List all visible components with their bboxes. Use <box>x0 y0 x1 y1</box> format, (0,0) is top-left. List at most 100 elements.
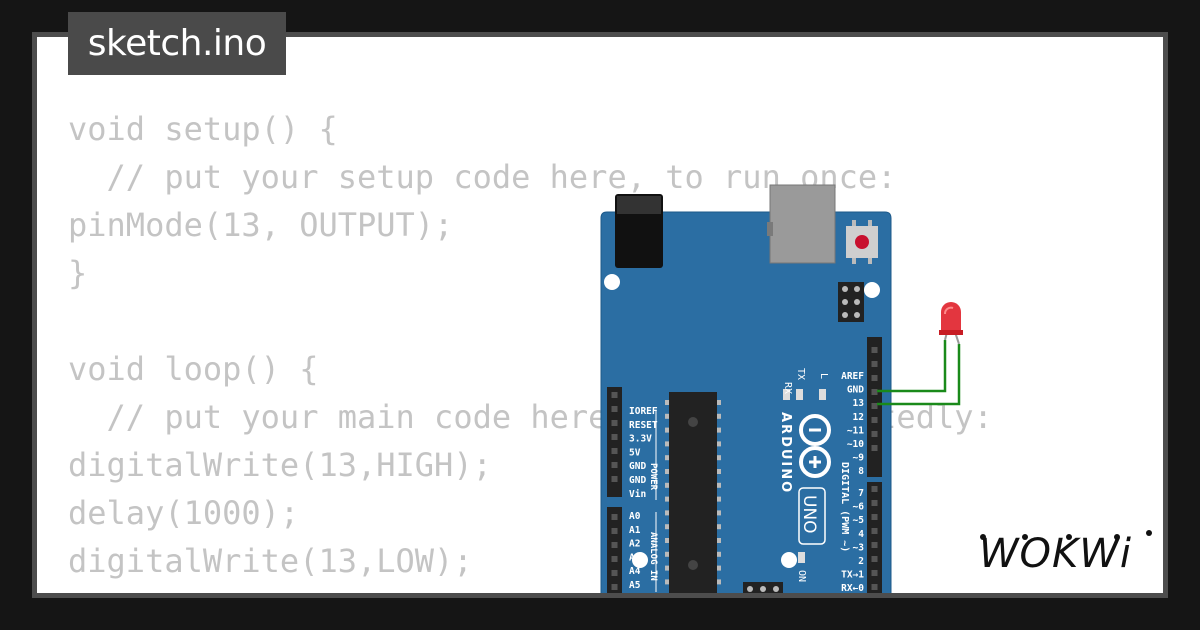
chip-leg <box>665 413 669 419</box>
code-line: digitalWrite(13,LOW); <box>68 542 473 580</box>
power-pin-label: 5V <box>629 447 641 458</box>
digital-header-bottom <box>867 482 882 593</box>
chip-leg <box>665 524 669 530</box>
file-tab-label: sketch.ino <box>87 23 267 64</box>
chip-leg <box>717 565 721 571</box>
analog-pin-label: A3 <box>629 552 641 563</box>
digital-pin-label: RX←0 <box>841 583 864 593</box>
chip-leg <box>717 469 721 474</box>
chip-leg <box>665 510 669 516</box>
power-header <box>607 387 622 497</box>
on-led <box>798 552 805 563</box>
usb-port <box>769 184 836 264</box>
analog-header <box>607 507 622 593</box>
analog-label: ANALOG IN <box>648 532 658 581</box>
code-line: } <box>68 254 88 292</box>
digital-pin-hole <box>871 431 878 437</box>
power-pin-label: GND <box>629 475 646 486</box>
digital-pin-label: 8 <box>858 466 864 477</box>
digital-pin-label: AREF <box>841 371 864 382</box>
digital-pin-hole <box>871 417 878 423</box>
power-pin-label: IOREF <box>629 406 658 417</box>
code-line: delay(1000); <box>68 585 993 593</box>
chip-leg <box>665 538 669 543</box>
rx-label: RX <box>782 382 793 394</box>
power-pin-hole <box>611 406 618 412</box>
chip-leg <box>665 551 669 557</box>
wokwi-logo: WOKWi <box>979 530 1152 577</box>
file-tab[interactable]: sketch.ino <box>68 12 286 75</box>
power-pin-label: GND <box>629 461 646 472</box>
chip-leg <box>665 565 669 571</box>
code-line: delay(1000); <box>68 494 300 532</box>
chip-leg <box>665 427 669 433</box>
digital-pin-hole <box>871 403 878 409</box>
digital-label: DIGITAL (PWM ~) <box>839 462 850 552</box>
chip-leg <box>665 482 669 488</box>
chip-leg <box>717 579 721 585</box>
analog-pin-hole <box>611 584 618 590</box>
digital-pin-hole <box>871 445 878 451</box>
digital-pin-hole <box>871 528 878 534</box>
mounting-hole <box>864 282 880 298</box>
digital-pin-hole <box>871 514 878 520</box>
power-pin-label: 3.3V <box>629 434 652 445</box>
analog-pin-label: A1 <box>629 525 641 536</box>
digital-pin-hole <box>871 486 878 492</box>
chip-leg <box>665 455 669 461</box>
power-pin-label: Vin <box>629 489 646 500</box>
chip-leg <box>717 400 721 405</box>
digital-pin-hole <box>871 389 878 395</box>
digital-pin-label: 2 <box>858 556 864 567</box>
atmega-chip <box>669 392 717 593</box>
chip-leg <box>717 427 721 433</box>
chip-leg <box>665 469 669 474</box>
l-led <box>819 389 826 400</box>
digital-pin-hole <box>871 584 878 590</box>
chip-leg <box>717 510 721 516</box>
digital-pin-label: 7 <box>858 488 864 499</box>
power-pin-hole <box>611 420 618 426</box>
code-line: void setup() { <box>68 110 338 148</box>
analog-pin-label: A2 <box>629 539 640 550</box>
tx-label: TX <box>795 368 806 380</box>
digital-pin-label: GND <box>847 385 864 396</box>
power-label: POWER <box>648 463 658 491</box>
icsp-header <box>838 282 864 322</box>
code-line: pinMode(13, OUTPUT); <box>68 206 454 244</box>
on-label: ON <box>796 570 807 582</box>
digital-pin-label: ~6 <box>853 502 865 513</box>
analog-pin-label: A5 <box>629 580 641 591</box>
mounting-hole <box>604 274 620 290</box>
svg-text:WOKWi: WOKWi <box>979 531 1132 577</box>
digital-pin-label: ~11 <box>847 425 864 436</box>
digital-pin-label: 4 <box>858 529 864 540</box>
power-pin-label: RESET <box>629 420 658 431</box>
uno-badge <box>798 487 826 545</box>
tx-led <box>796 389 803 400</box>
power-pin-hole <box>611 462 618 468</box>
board-model: UNO <box>799 495 819 534</box>
digital-pin-label: ~10 <box>847 439 864 450</box>
digital-pin-hole <box>871 347 878 353</box>
analog-pin-hole <box>611 570 618 576</box>
analog-pin-hole <box>611 514 618 520</box>
digital-pin-label: TX→1 <box>841 570 864 581</box>
chip-leg <box>717 455 721 461</box>
chip-leg <box>665 579 669 585</box>
digital-pin-hole <box>871 361 878 367</box>
chip-leg <box>717 441 721 447</box>
chip-leg <box>665 441 669 447</box>
digital-pin-hole <box>871 542 878 548</box>
digital-pin-label: 12 <box>853 412 864 423</box>
code-line: // put your setup code here, to run once… <box>68 158 897 196</box>
digital-pin-hole <box>871 375 878 381</box>
arduino-logo-icon <box>799 414 831 478</box>
chip-leg <box>717 496 721 502</box>
power-pin-hole <box>611 448 618 454</box>
chip-leg <box>717 482 721 488</box>
digital-pin-label: 13 <box>853 398 865 409</box>
arduino-uno-board: RX TX L ON ARDUINO UNO DIGITAL (PWM ~) P… <box>600 184 963 593</box>
board-brand: ARDUINO <box>778 412 793 494</box>
red-led[interactable] <box>939 302 963 345</box>
